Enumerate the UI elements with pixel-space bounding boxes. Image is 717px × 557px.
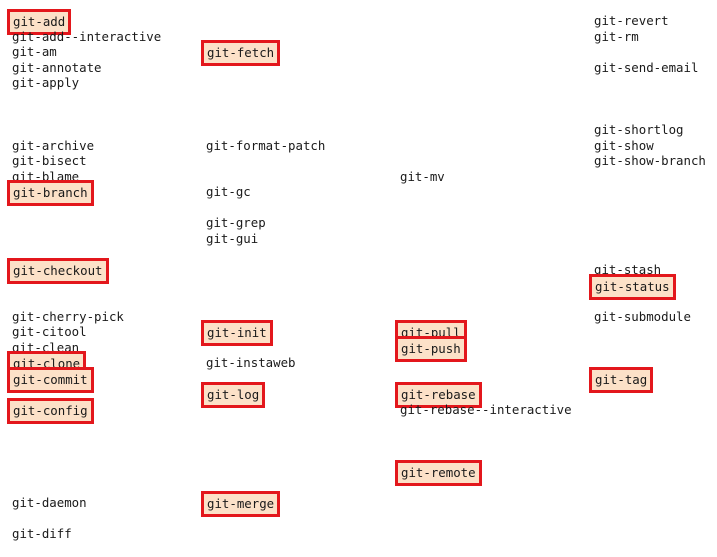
command-git-fetch: git-fetch	[201, 40, 281, 66]
command-git-push: git-push	[395, 336, 467, 362]
command-git-init: git-init	[201, 320, 273, 346]
command-git-config: git-config	[7, 398, 94, 424]
command-git-bisect: git-bisect	[12, 153, 87, 168]
command-git-daemon: git-daemon	[12, 495, 87, 510]
command-git-format-patch: git-format-patch	[206, 138, 326, 153]
command-git-instaweb: git-instaweb	[206, 355, 296, 370]
command-git-grep: git-grep	[206, 215, 266, 230]
clipped-text-fragment	[594, 168, 714, 172]
command-git-diff: git-diff	[12, 526, 72, 541]
command-git-mv: git-mv	[400, 169, 445, 184]
command-git-show-branch: git-show-branch	[594, 153, 706, 168]
command-git-merge: git-merge	[201, 491, 281, 517]
command-git-revert: git-revert	[594, 13, 669, 28]
command-git-gc: git-gc	[206, 184, 251, 199]
command-git-status: git-status	[589, 274, 676, 300]
command-git-am: git-am	[12, 44, 57, 59]
command-git-annotate: git-annotate	[12, 60, 102, 75]
command-git-cherry-pick: git-cherry-pick	[12, 309, 124, 324]
command-git-commit: git-commit	[7, 367, 94, 393]
command-git-apply: git-apply	[12, 75, 80, 90]
command-git-shortlog: git-shortlog	[594, 122, 684, 137]
clipped-text-fragment	[206, 126, 326, 130]
command-git-stash: git-stash	[594, 262, 662, 277]
clipped-text-fragment	[594, 44, 714, 47]
command-git-add: git-add	[7, 9, 72, 35]
command-git-rebase: git-rebase	[395, 382, 482, 408]
command-git-tag: git-tag	[589, 367, 654, 393]
clipped-text-fragment	[400, 185, 520, 188]
command-git-show: git-show	[594, 138, 654, 153]
command-git-branch: git-branch	[7, 180, 94, 206]
command-git-add-interactive: git-add--interactive	[12, 29, 162, 44]
command-git-send-email: git-send-email	[594, 60, 699, 75]
command-git-rebase-interactive: git-rebase--interactive	[400, 402, 572, 417]
command-git-log: git-log	[201, 382, 266, 408]
command-git-citool: git-citool	[12, 324, 87, 339]
command-git-remote: git-remote	[395, 460, 482, 486]
command-git-rm: git-rm	[594, 29, 639, 44]
command-git-gui: git-gui	[206, 231, 259, 246]
command-git-archive: git-archive	[12, 138, 95, 153]
command-git-checkout: git-checkout	[7, 258, 109, 284]
command-git-submodule: git-submodule	[594, 309, 691, 324]
